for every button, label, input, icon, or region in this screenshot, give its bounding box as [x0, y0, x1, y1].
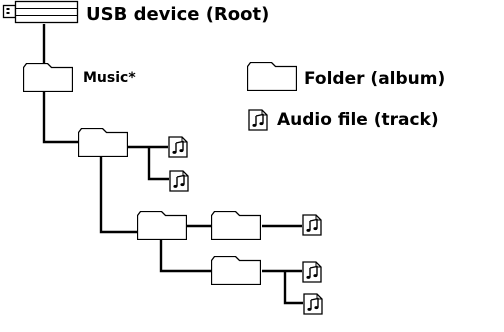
folder-icon-level2a — [137, 211, 187, 240]
legend-audio-label: Audio file (track) — [277, 110, 439, 130]
audio-file-icon-5 — [303, 293, 323, 315]
audio-file-icon-2 — [169, 170, 189, 192]
legend-folder-label: Folder (album) — [304, 69, 446, 89]
audio-file-icon-3 — [302, 214, 322, 236]
folder-icon-level3 — [211, 211, 261, 240]
folder-icon-level2b — [211, 256, 261, 285]
legend-folder-icon — [247, 62, 297, 91]
folder-icon-level1 — [78, 128, 128, 157]
audio-file-icon-1 — [168, 136, 188, 158]
legend-audio-file-icon — [248, 109, 268, 131]
music-folder-label: Music* — [83, 70, 136, 86]
audio-file-icon-4 — [302, 261, 322, 283]
usb-device-root-icon — [2, 0, 79, 24]
root-label: USB device (Root) — [86, 4, 270, 25]
tree-connectors — [42, 24, 303, 305]
folder-icon-music — [23, 63, 73, 92]
